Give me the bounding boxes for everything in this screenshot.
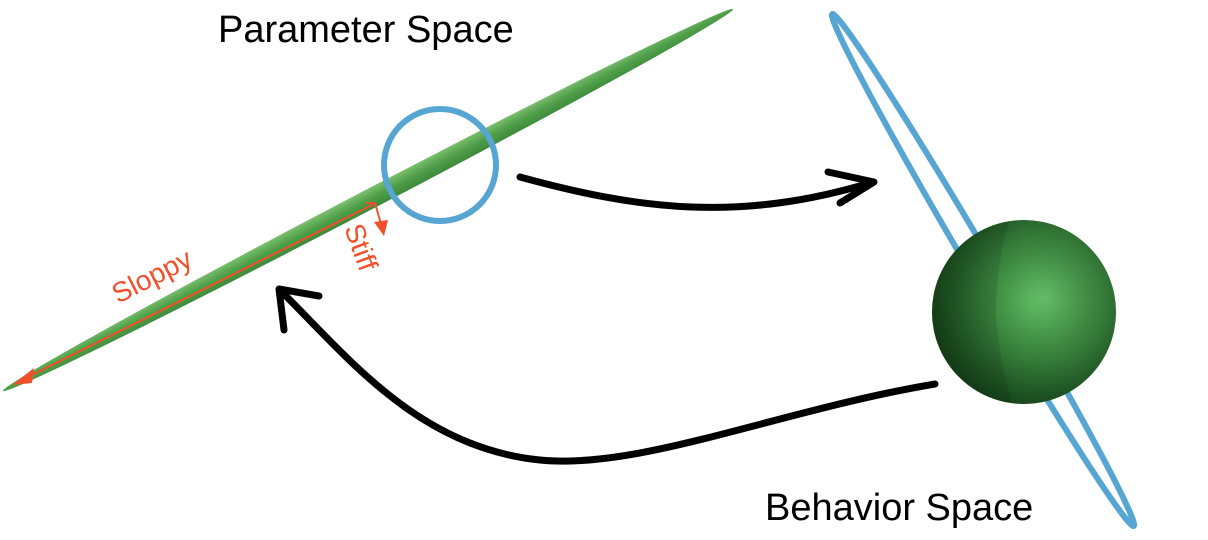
parameter-ellipsoid <box>2 8 734 392</box>
behavior-sphere <box>932 220 1116 404</box>
parameter-space-label: Parameter Space <box>218 9 514 51</box>
backward-mapping-arrow <box>275 285 939 465</box>
parameter-region-circle <box>381 106 499 224</box>
forward-mapping-arrow <box>516 168 878 211</box>
stiff-direction-arrow <box>366 202 388 236</box>
sloppy-direction-arrow <box>12 202 377 385</box>
stiff-label: Stiff <box>338 219 384 275</box>
behavior-space-label: Behavior Space <box>765 487 1033 529</box>
